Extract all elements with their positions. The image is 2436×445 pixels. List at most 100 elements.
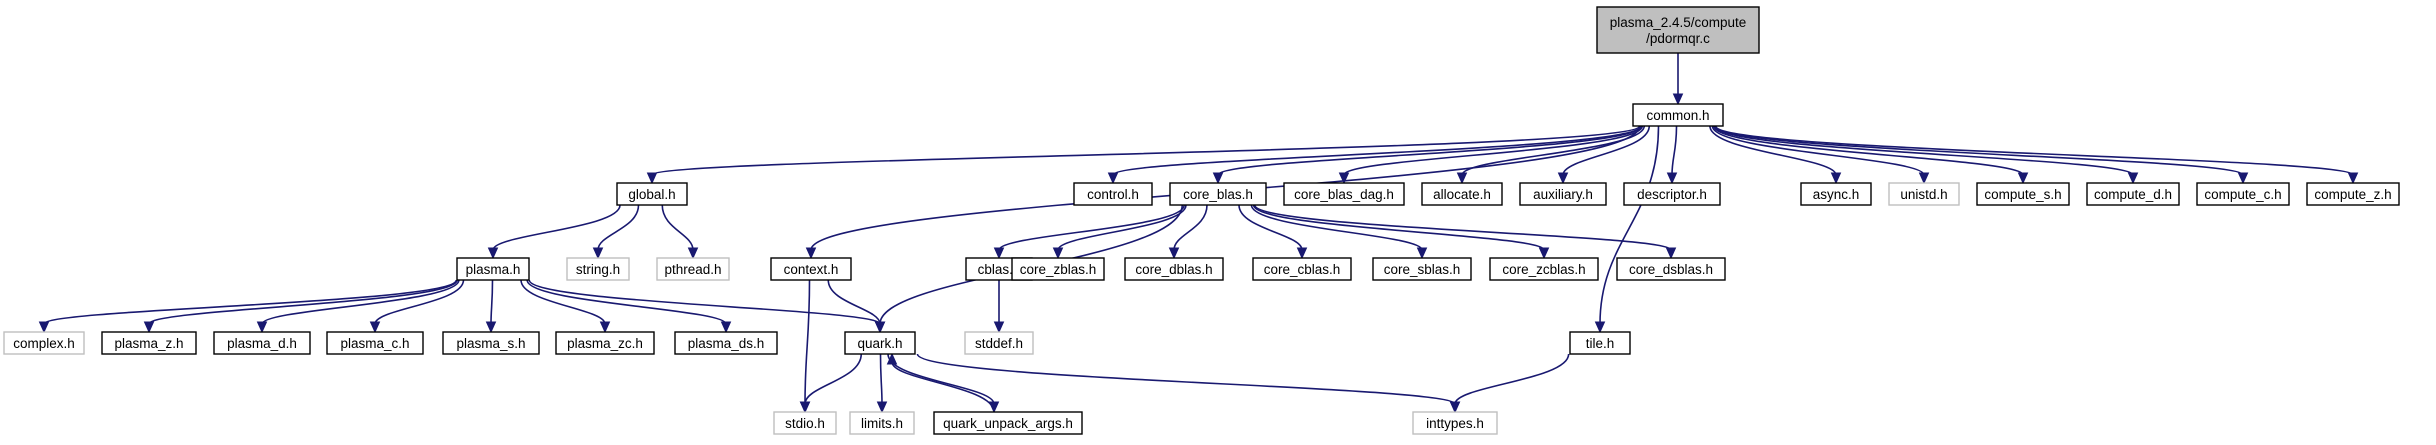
node-core-sblas-h[interactable]: core_sblas.h bbox=[1372, 257, 1472, 281]
node-label: plasma_s.h bbox=[456, 336, 525, 351]
arrowhead-icon bbox=[1416, 247, 1428, 260]
edge-line bbox=[651, 125, 1641, 176]
edge-common-h-to-descriptor-h bbox=[1666, 125, 1678, 185]
edge-common-h-to-compute-z-h bbox=[1714, 125, 2359, 185]
edge-line bbox=[1112, 125, 1642, 176]
node-plasma-ds-h[interactable]: plasma_ds.h bbox=[674, 331, 778, 355]
node-plasma-zc-h[interactable]: plasma_zc.h bbox=[555, 331, 655, 355]
arrowhead-icon bbox=[1918, 172, 1930, 185]
edge-quark-unpack-args-h-to-quark-h bbox=[886, 352, 995, 413]
node-label: plasma_2.4.5/compute bbox=[1610, 15, 1747, 30]
node-box bbox=[1421, 182, 1503, 206]
arrowhead-icon bbox=[687, 247, 699, 260]
node-box bbox=[1011, 257, 1105, 281]
node-auxiliary-h[interactable]: auxiliary.h bbox=[1519, 182, 1607, 206]
edge-line bbox=[1253, 204, 1672, 251]
node-label: core_sblas.h bbox=[1384, 262, 1461, 277]
node-compute-c-h[interactable]: compute_c.h bbox=[2196, 182, 2290, 206]
edge-quark-h-to-limits-h bbox=[876, 353, 888, 414]
node-label: plasma_z.h bbox=[114, 336, 183, 351]
node-descriptor-h[interactable]: descriptor.h bbox=[1623, 182, 1721, 206]
node-box bbox=[101, 331, 197, 355]
node-tile-h[interactable]: tile.h bbox=[1569, 331, 1631, 355]
node-quark-unpack-args-h[interactable]: quark_unpack_args.h bbox=[933, 411, 1083, 435]
node-string-h: string.h bbox=[566, 257, 630, 281]
edge-common-h-to-core-blas-dag-h bbox=[1338, 125, 1644, 185]
arrowhead-icon bbox=[799, 401, 811, 414]
node-box bbox=[555, 331, 655, 355]
edge-line bbox=[998, 204, 1185, 251]
edge-line bbox=[891, 361, 995, 413]
edge-line bbox=[374, 279, 465, 325]
node-core-zcblas-h[interactable]: core_zcblas.h bbox=[1489, 257, 1599, 281]
node-box bbox=[964, 331, 1034, 355]
node-plasma-c-h[interactable]: plasma_c.h bbox=[326, 331, 424, 355]
node-global-h[interactable]: global.h bbox=[616, 182, 688, 206]
node-async-h[interactable]: async.h bbox=[1800, 182, 1872, 206]
node-complex-h: complex.h bbox=[3, 331, 85, 355]
node-box bbox=[1623, 182, 1721, 206]
node-quark-h[interactable]: quark.h bbox=[844, 331, 916, 355]
node-common-h[interactable]: common.h bbox=[1632, 103, 1724, 127]
node-compute-s-h[interactable]: compute_s.h bbox=[1976, 182, 2070, 206]
node-compute-d-h[interactable]: compute_d.h bbox=[2086, 182, 2180, 206]
node-root[interactable]: plasma_2.4.5/compute/pdormqr.c bbox=[1596, 6, 1760, 54]
node-label: core_zcblas.h bbox=[1502, 262, 1585, 277]
node-box bbox=[1283, 182, 1405, 206]
arrowhead-icon bbox=[1557, 172, 1569, 185]
edge-line bbox=[1711, 125, 1925, 176]
arrowhead-icon bbox=[1594, 321, 1606, 334]
edge-common-h-to-compute-c-h bbox=[1714, 125, 2249, 185]
node-pthread-h: pthread.h bbox=[656, 257, 730, 281]
node-core-dblas-h[interactable]: core_dblas.h bbox=[1124, 257, 1224, 281]
node-plasma-z-h[interactable]: plasma_z.h bbox=[101, 331, 197, 355]
edge-core-blas-h-to-core-zblas-h bbox=[1052, 204, 1187, 260]
nodes: plasma_2.4.5/compute/pdormqr.c common.h gl… bbox=[3, 6, 2400, 435]
node-plasma-h[interactable]: plasma.h bbox=[456, 257, 530, 281]
arrowhead-icon bbox=[1672, 93, 1684, 106]
edge-line bbox=[148, 279, 458, 325]
node-box bbox=[442, 331, 540, 355]
edge-common-h-to-control-h bbox=[1107, 125, 1642, 185]
node-compute-z-h[interactable]: compute_z.h bbox=[2306, 182, 2400, 206]
node-box bbox=[1596, 6, 1760, 54]
node-box bbox=[1412, 411, 1498, 435]
edge-plasma-h-to-plasma-z-h bbox=[143, 279, 458, 334]
edge-core-blas-h-to-cblas-h bbox=[993, 204, 1185, 260]
node-box bbox=[1372, 257, 1472, 281]
arrowhead-icon bbox=[1665, 247, 1677, 260]
arrowhead-icon bbox=[2017, 172, 2029, 185]
node-label: quark.h bbox=[857, 336, 902, 351]
node-plasma-s-h[interactable]: plasma_s.h bbox=[442, 331, 540, 355]
node-box bbox=[844, 331, 916, 355]
node-core-blas-dag-h[interactable]: core_blas_dag.h bbox=[1283, 182, 1405, 206]
node-plasma-d-h[interactable]: plasma_d.h bbox=[213, 331, 311, 355]
node-core-dsblas-h[interactable]: core_dsblas.h bbox=[1616, 257, 1726, 281]
node-box bbox=[616, 182, 688, 206]
edge-global-h-to-pthread-h bbox=[661, 204, 699, 260]
arrowhead-icon bbox=[1296, 247, 1308, 260]
node-box bbox=[773, 411, 837, 435]
node-core-cblas-h[interactable]: core_cblas.h bbox=[1252, 257, 1352, 281]
node-allocate-h[interactable]: allocate.h bbox=[1421, 182, 1503, 206]
edge-line bbox=[43, 279, 458, 325]
node-core-blas-h[interactable]: core_blas.h bbox=[1169, 182, 1267, 206]
node-core-zblas-h[interactable]: core_zblas.h bbox=[1011, 257, 1105, 281]
edge-line bbox=[1713, 125, 2134, 176]
edge-line bbox=[879, 353, 883, 405]
edge-line bbox=[261, 279, 460, 325]
node-context-h[interactable]: context.h bbox=[770, 257, 852, 281]
node-box bbox=[1169, 182, 1267, 206]
node-label: plasma.h bbox=[466, 262, 521, 277]
edge-plasma-h-to-complex-h bbox=[38, 279, 458, 334]
edge-line bbox=[1714, 125, 2244, 176]
edge-root-to-common-h bbox=[1672, 53, 1684, 106]
arrowhead-icon bbox=[805, 247, 817, 260]
node-label: core_blas_dag.h bbox=[1294, 187, 1394, 202]
node-box bbox=[2306, 182, 2400, 206]
node-label: core_blas.h bbox=[1183, 187, 1253, 202]
node-box bbox=[1489, 257, 1599, 281]
node-label: descriptor.h bbox=[1637, 187, 1707, 202]
node-label: global.h bbox=[628, 187, 675, 202]
node-control-h[interactable]: control.h bbox=[1073, 182, 1153, 206]
